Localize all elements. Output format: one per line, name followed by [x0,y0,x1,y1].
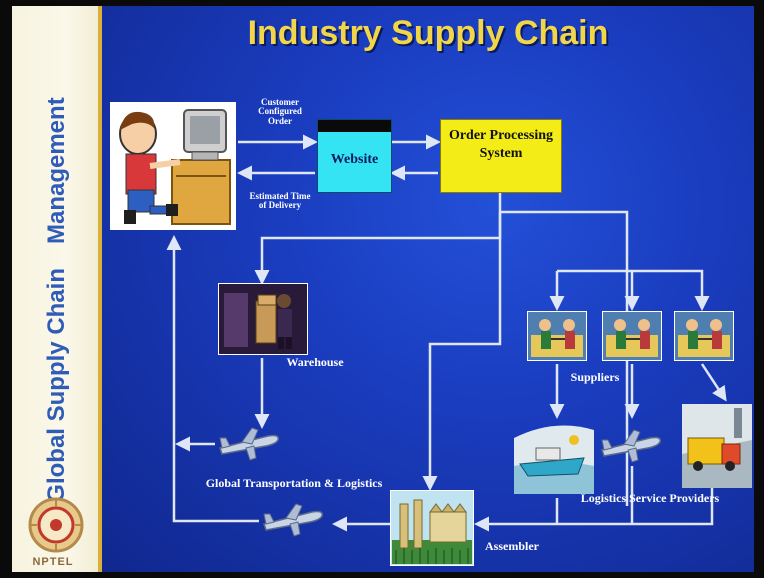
supplier-icon [674,311,734,361]
airplane-icon [219,427,280,461]
website-label: Website [330,152,379,167]
nptel-logo-icon [28,497,84,553]
flow-arrows [166,134,727,532]
customer-configured-order-label: Customer Configured Order [258,97,302,126]
warehouse-label: Warehouse [286,355,344,369]
global-transportation-logistics-label: Global Transportation & Logistics [205,476,383,490]
website-box: Website [317,119,392,193]
logistics-service-providers-label: Logistics Service Providers [580,491,720,505]
sidebar [12,6,102,572]
customer-at-computer-icon [110,102,236,230]
suppliers-label: Suppliers [570,370,620,384]
order-processing-system-label: Order Processing System [448,128,554,161]
slide-title: Industry Supply Chain [247,14,609,52]
website-title-bar [318,120,391,132]
course-title-part1: Global Supply Chain [43,268,70,503]
supplier-icon [527,311,587,361]
warehouse-worker-icon [218,283,308,355]
supplier-icon [602,311,662,361]
estimated-time-of-delivery-label: Estimated Time of Delivery [249,191,311,211]
factory-icon [390,490,474,566]
course-title: Global Supply Chain Management [43,97,71,502]
assembler-label: Assembler [485,539,539,553]
course-title-part2: Management [43,97,70,245]
order-processing-system-box: Order Processing System [440,119,562,193]
logo-text: NPTEL [32,556,74,568]
sidebar-divider [98,6,102,572]
delivery-truck-icon [682,404,752,488]
cargo-ship-icon [514,425,594,494]
airplane-icon [601,429,662,463]
slide-canvas: Industry Supply Chain [102,6,754,572]
airplane-icon [263,503,324,537]
